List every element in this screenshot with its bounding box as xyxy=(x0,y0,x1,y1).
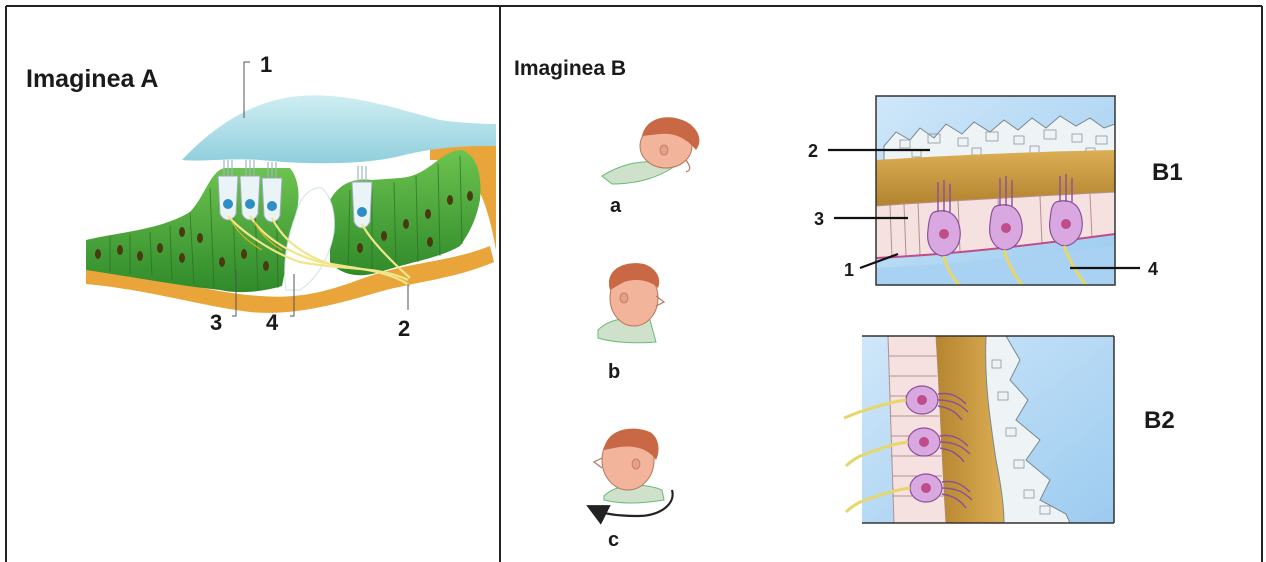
label-a-2: 2 xyxy=(398,316,410,341)
label-b1-title: B1 xyxy=(1152,159,1183,186)
head-label-c: c xyxy=(608,529,619,551)
label-b1-1: 1 xyxy=(844,260,854,280)
label-a-4: 4 xyxy=(266,310,279,335)
label-a-3: 3 xyxy=(210,310,222,335)
head-b xyxy=(598,263,664,343)
panel-b-title: Imaginea B xyxy=(514,57,626,80)
head-label-b: b xyxy=(608,361,620,383)
label-b1-3: 3 xyxy=(814,209,824,229)
panel-b: Imaginea B a b c xyxy=(514,57,1183,551)
b1-illustration xyxy=(876,96,1115,290)
head-a xyxy=(602,117,699,184)
head-c xyxy=(594,429,664,503)
b2-illustration xyxy=(854,336,1114,523)
label-b1-4: 4 xyxy=(1148,259,1158,279)
label-a-1: 1 xyxy=(260,52,272,77)
label-b1-2: 2 xyxy=(808,141,818,161)
b2-nerve-fibers-out xyxy=(844,411,862,512)
panel-a: Imaginea A xyxy=(26,52,496,341)
panel-a-title: Imaginea A xyxy=(26,65,158,93)
head-label-a: a xyxy=(610,195,622,217)
label-b2-title: B2 xyxy=(1144,407,1175,434)
